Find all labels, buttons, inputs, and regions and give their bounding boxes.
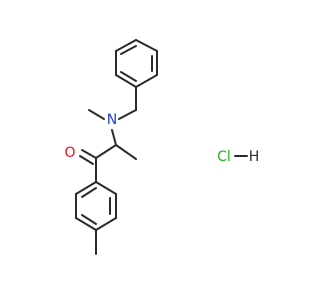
benzyl-ring [115, 39, 158, 88]
aromatic-inner-bond [81, 214, 97, 225]
oxygen-label: O [64, 145, 75, 161]
bond [115, 74, 137, 88]
bond [75, 181, 97, 195]
bond [115, 39, 137, 52]
bond [118, 109, 137, 120]
bond [81, 149, 97, 159]
bond [75, 217, 97, 231]
bond [88, 109, 105, 120]
aromatic-inner-bond [120, 71, 137, 82]
molecule-structure: O N Cl H [64, 39, 260, 255]
tolyl-ring [75, 181, 117, 231]
nitrogen-label: N [107, 112, 117, 128]
hydrogen-label: H [249, 149, 260, 165]
aromatic-inner-bond [120, 45, 137, 55]
bond [95, 217, 117, 231]
bond [95, 181, 117, 195]
bond [95, 144, 117, 159]
bond [111, 129, 117, 146]
bond [135, 74, 158, 88]
bond [115, 144, 137, 160]
aromatic-inner-bond [81, 187, 97, 198]
bond [79, 155, 94, 165]
chlorine-label: Cl [217, 149, 231, 165]
bond [135, 39, 158, 52]
